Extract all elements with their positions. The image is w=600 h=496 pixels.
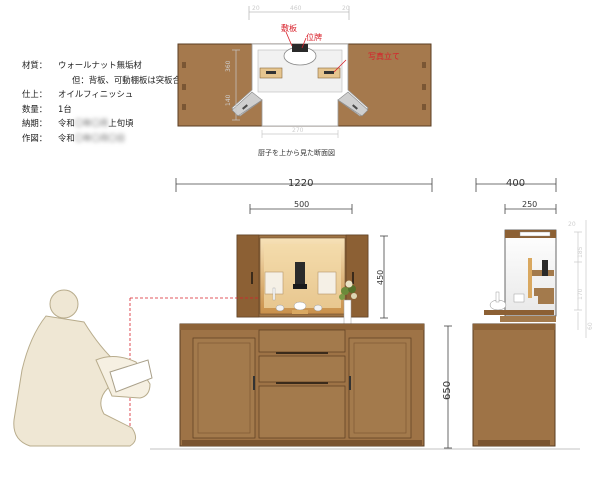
front-zushi-height-dimension [380,235,388,319]
flower-vase [339,280,357,325]
plan-photo-stand-left [266,71,276,74]
base-door-right [348,337,412,439]
plan-caption: 厨子を上から見た断面図 [258,148,335,157]
plan-photo-stand-right [324,71,334,74]
drawer-1 [258,329,346,353]
svg-text:20: 20 [252,5,260,12]
svg-text:20: 20 [568,221,576,228]
dim-400: 400 [506,178,525,189]
plan-ihai [292,44,308,52]
front-elevation: 1220 500 [121,178,580,450]
svg-text:460: 460 [290,5,302,12]
dim-500: 500 [294,200,309,209]
spec-material-note: 但：背板、可動棚板は突板合板 [72,74,190,85]
front-base-height-dimension [444,325,452,449]
drawer-2 [258,355,346,383]
spec-block: 材質： ウォールナット無垢材 但：背板、可動棚板は突板合板 仕上： オイルフィニ… [22,58,189,146]
spec-finish: 仕上： オイルフィニッシュ [22,89,134,100]
side-depth-dimension [475,178,557,192]
svg-text:20: 20 [342,5,350,12]
svg-text:140: 140 [225,94,232,106]
svg-text:170: 170 [577,288,584,300]
door-handle-right [352,272,354,284]
drawer-2-handle [276,382,328,384]
base-door-right-handle [349,376,351,390]
plan-leaders [285,31,347,73]
door-handle-left [251,272,253,284]
drawer-1-handle [276,352,328,354]
base-door-left [192,337,256,439]
dim-450: 450 [376,270,385,285]
spec-delivery: 納期： 令和 〇年〇月 上旬頃 [22,116,189,131]
spec-quantity: 数量： 1台 [22,103,72,114]
spec-drawn: 作図： 令和 〇年〇月〇日 [22,131,189,146]
plan-door-left [231,91,263,117]
candle [272,287,276,301]
redacted-text: 〇年〇月 [74,118,109,129]
front-inner-width-dimension [249,204,353,214]
side-ihai [542,260,548,276]
side-base-cabinet [472,323,556,447]
dim-1220: 1220 [288,178,313,189]
plan-top-dimension [248,6,350,20]
spec-material: 材質： ウォールナット無垢材 [22,60,142,70]
photo-frame-right [317,271,337,295]
plan-bottom-dimension [261,130,339,138]
label-photo-stand: 写真立て [368,51,400,61]
plan-faint-labels: 20 460 20 [252,5,350,12]
label-kazuita: 敷板 [281,23,297,33]
redacted-text: 〇年〇月〇日 [74,132,125,143]
side-elevation: 400 250 [472,178,594,447]
svg-text:270: 270 [292,127,304,134]
plan-side-dimension [232,49,240,121]
plan-joinery [182,62,426,110]
svg-text:360: 360 [225,60,232,72]
ihai [295,262,305,286]
plan-door-right [337,91,369,117]
seated-person-silhouette [13,289,153,447]
side-faint-dimensions [574,220,587,338]
front-width-dimension [175,178,433,192]
svg-text:185: 185 [577,246,584,258]
label-ihai: 位牌 [306,32,322,42]
side-pull-shelf [484,310,554,315]
dim-250: 250 [522,200,537,209]
offering-bowl [293,301,307,311]
plan-view: 20 460 20 [177,5,432,157]
base-door-left-handle [253,376,255,390]
drawer-3 [258,385,346,439]
zushi-door-left [236,234,260,318]
side-upper-depth-dimension [504,204,557,214]
svg-text:60: 60 [587,322,594,330]
dim-650: 650 [442,381,453,400]
